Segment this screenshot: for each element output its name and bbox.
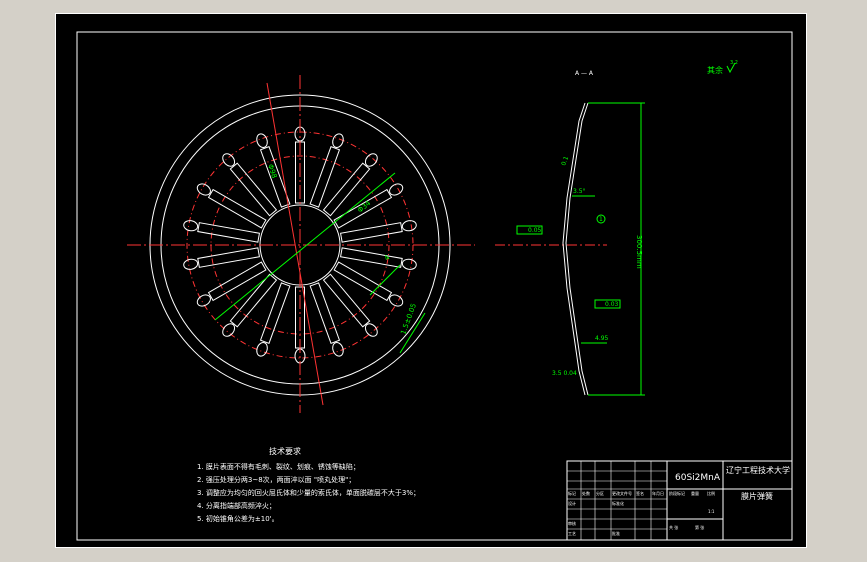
finger-slot (322, 273, 371, 328)
tb-sheet: 第 张 (695, 524, 704, 530)
school-name: 辽宁工程技术大学 (726, 465, 790, 475)
dim-r1: 0.1 (560, 155, 570, 167)
tb-design: 设计 (568, 500, 576, 506)
dim-r4: 0.05 (528, 227, 542, 234)
slot-hole (183, 220, 199, 232)
tech-item: 1. 膜片表面不得有毛刺、裂纹、划痕、锈蚀等缺陷； (197, 462, 360, 471)
dim-d3: 4 (383, 253, 392, 262)
finger-slot (197, 222, 260, 243)
tb-process: 工艺 (568, 531, 576, 536)
finger-slot (309, 146, 341, 208)
tb-check: 审核 (568, 520, 576, 526)
tb-ratio: 1:1 (708, 509, 715, 514)
tech-title: 技术要求 (269, 446, 301, 456)
profile-inner (565, 102, 589, 396)
dim-d2: Φ34 (356, 199, 373, 215)
part-name: 膜片弹簧 (741, 491, 773, 501)
finger-slot (197, 247, 260, 268)
material: 60Si2MnA (675, 473, 721, 483)
inner-frame (76, 31, 793, 541)
dim-r3: 1 (599, 216, 603, 223)
tech-item: 2. 强压处理分两3~8次，两面淬以面 "喷丸处理"； (197, 475, 355, 484)
slot-hole (332, 133, 344, 148)
tb-approve: 批准 (612, 530, 620, 536)
tb-count: 处数 (582, 490, 590, 496)
finger-slot (229, 273, 278, 328)
tb-standard: 标准化 (612, 500, 624, 506)
dim-r5: 0.03 (605, 301, 619, 308)
drawing-sheet: Φ98 Φ34 4 1.5±0.05 300.5mm 3.5° 0.1 0.05 (55, 13, 807, 548)
finger-slot (340, 222, 403, 243)
tech-item: 4. 分离指端部高频淬火； (197, 501, 276, 510)
tech-item: 5. 初始锥角公差为±10'。 (197, 514, 279, 523)
section-label: A — A (575, 70, 594, 77)
dim-r7: 3.5 0.04 (552, 370, 577, 377)
slot-hole (256, 342, 268, 357)
dim-height: 300.5mm (635, 235, 643, 269)
dim-r2: 3.5° (573, 188, 586, 195)
finger-slot (207, 261, 267, 302)
tb-sheets: 共 张 (669, 524, 678, 530)
dim-r6: 4.95 (595, 335, 609, 342)
surface-finish: 其余 3.2 (707, 60, 738, 75)
tb-scale: 比例 (707, 490, 715, 496)
finger-slot (340, 247, 403, 268)
surface-finish-label: 其余 (707, 65, 723, 75)
finger-slot (309, 282, 341, 344)
finger-slot (259, 282, 291, 344)
tb-mark: 标记 (568, 490, 576, 496)
finger-slot (207, 188, 267, 229)
title-block: 标记 处数 分区 更改文件号 签名 年月日 设计 标准化 审核 工艺 批准 阶段… (566, 460, 793, 541)
front-view: Φ98 Φ34 4 1.5±0.05 (127, 75, 475, 413)
tb-date: 年月日 (652, 490, 664, 496)
dim-line-b (369, 264, 401, 296)
section-view: 300.5mm 3.5° 0.1 0.05 1 0.03 4.95 3.5 0.… (495, 70, 645, 396)
tb-weight: 重量 (691, 490, 699, 496)
tb-doc-no: 更改文件号 (612, 490, 632, 496)
surface-finish-value: 3.2 (730, 60, 738, 66)
tb-stage: 阶段标记 (669, 490, 685, 496)
tech-item: 3. 调整应为均匀的回火屈氏体和少量的索氏体，单面脱碳层不大于3%； (197, 488, 420, 497)
slot-hole (183, 258, 199, 270)
tech-requirements: 技术要求 1. 膜片表面不得有毛刺、裂纹、划痕、锈蚀等缺陷； 2. 强压处理分两… (197, 446, 420, 523)
slot-hole (401, 258, 417, 270)
drawing-canvas: Φ98 Φ34 4 1.5±0.05 300.5mm 3.5° 0.1 0.05 (76, 31, 793, 541)
slot-hole (332, 342, 344, 357)
slot-hole (256, 133, 268, 148)
tb-zone: 分区 (596, 490, 604, 496)
finger-slot (333, 261, 393, 302)
dim-d4: 1.5±0.05 (399, 302, 418, 335)
tb-sign: 签名 (636, 490, 644, 496)
slot-hole (401, 220, 417, 232)
